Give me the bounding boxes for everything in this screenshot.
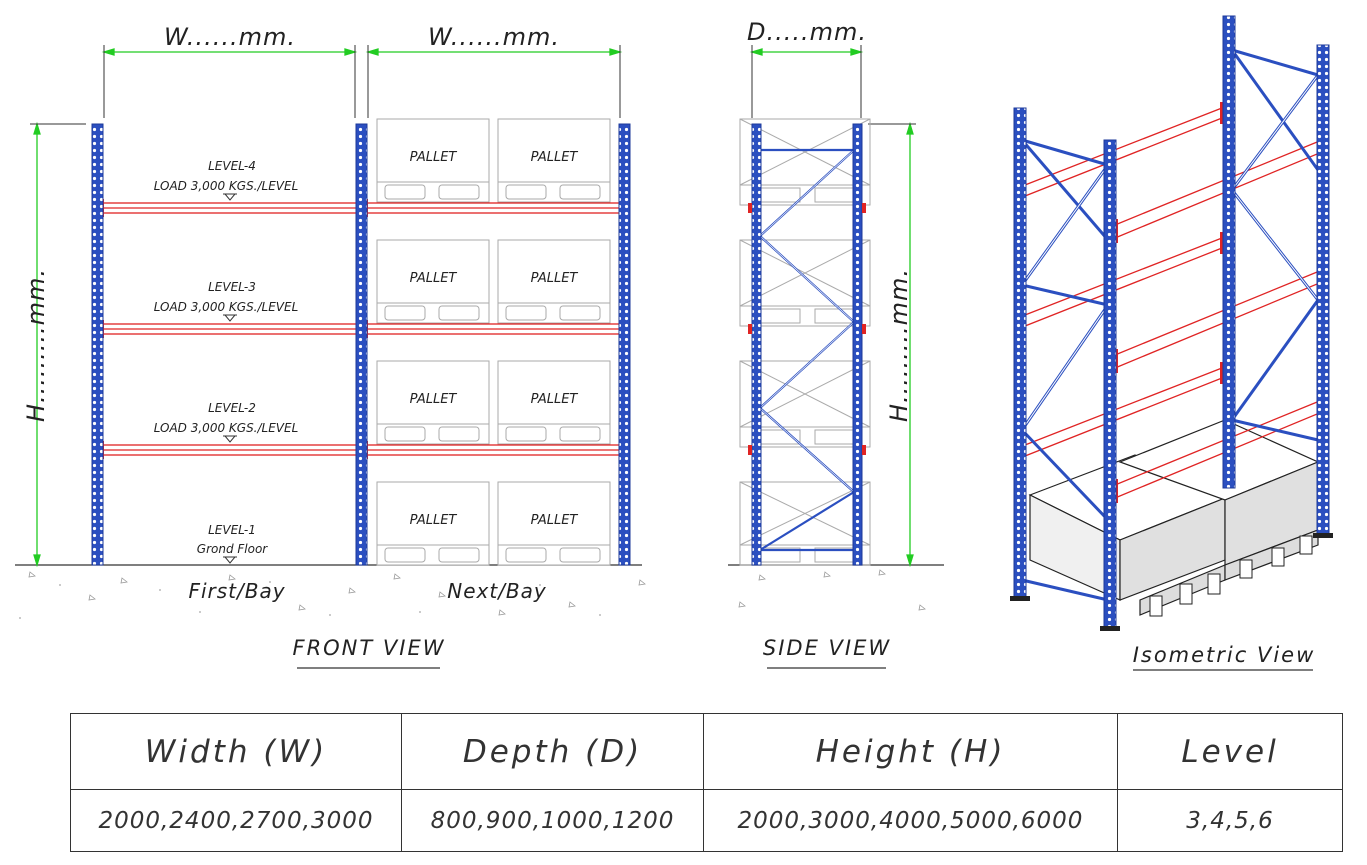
level-markers bbox=[223, 193, 237, 564]
pallet: PALLET bbox=[376, 481, 490, 566]
height-values: 2000,3000,4000,5000,6000 bbox=[703, 789, 1118, 852]
front-view: W......mm. W......mm. H.........mm. PALL… bbox=[15, 23, 646, 669]
pallet: PALLET bbox=[497, 481, 611, 566]
width-values: 2000,2400,2700,3000 bbox=[70, 789, 402, 852]
side-pallets bbox=[739, 118, 871, 566]
dimension-lines bbox=[33, 48, 623, 568]
level-3-name: LEVEL-3 bbox=[208, 280, 256, 294]
side-view: D.....mm. H.........mm. bbox=[728, 18, 944, 669]
level-labels: LEVEL-4 LOAD 3,000 KGS./LEVEL LEVEL-3 LO… bbox=[154, 159, 299, 556]
pallet-label: PALLET bbox=[410, 150, 458, 165]
pallet-label: PALLET bbox=[531, 150, 579, 165]
pallet-label: PALLET bbox=[410, 392, 458, 407]
level-2-note: LOAD 3,000 KGS./LEVEL bbox=[154, 421, 299, 435]
side-view-caption: SIDE VIEW bbox=[763, 636, 891, 660]
level-1-name: LEVEL-1 bbox=[208, 523, 256, 537]
side-depth-label: D.....mm. bbox=[747, 18, 867, 46]
pallet: PALLET bbox=[497, 360, 611, 445]
depth-values: 800,900,1000,1200 bbox=[401, 789, 704, 852]
level-4-name: LEVEL-4 bbox=[208, 159, 256, 173]
level-3-note: LOAD 3,000 KGS./LEVEL bbox=[154, 300, 299, 314]
ground-hatch bbox=[28, 571, 646, 616]
front-uprights bbox=[91, 123, 631, 566]
side-bracing bbox=[759, 148, 855, 552]
front-view-caption: FRONT VIEW bbox=[292, 636, 445, 660]
iso-beams bbox=[1024, 107, 1323, 499]
pallet-label: PALLET bbox=[531, 392, 579, 407]
level-header: Level bbox=[1117, 713, 1343, 790]
spec-header-row: Width (W) Depth (D) Height (H) Level bbox=[70, 713, 1343, 790]
spec-table: Width (W) Depth (D) Height (H) Level 200… bbox=[70, 713, 1343, 852]
pallet: PALLET bbox=[376, 239, 490, 324]
level-4-note: LOAD 3,000 KGS./LEVEL bbox=[154, 179, 299, 193]
isometric-view: Isometric View bbox=[1010, 15, 1333, 671]
depth-header: Depth (D) bbox=[401, 713, 704, 790]
front-width-label-1: W......mm. bbox=[164, 23, 296, 51]
next-bay-label: Next/Bay bbox=[447, 579, 547, 603]
height-header: Height (H) bbox=[703, 713, 1118, 790]
side-height-label: H.........mm. bbox=[885, 268, 913, 422]
level-values: 3,4,5,6 bbox=[1117, 789, 1343, 852]
side-dimension-lines bbox=[749, 48, 914, 568]
pallet-label: PALLET bbox=[531, 271, 579, 286]
spec-value-row: 2000,2400,2700,3000 800,900,1000,1200 20… bbox=[70, 789, 1343, 852]
iso-cargo-boxes bbox=[1028, 419, 1320, 616]
level-2-name: LEVEL-2 bbox=[208, 401, 256, 415]
front-height-label: H.........mm. bbox=[22, 268, 50, 422]
pallet-group: PALLET PALLET PALLET PALLET PALLET PALLET PALL… bbox=[376, 118, 611, 566]
front-width-label-2: W......mm. bbox=[428, 23, 560, 51]
first-bay-label: First/Bay bbox=[188, 579, 285, 603]
side-uprights bbox=[751, 123, 863, 566]
level-1-note: Grond Floor bbox=[197, 542, 269, 556]
pallet: PALLET bbox=[497, 118, 611, 203]
pallet: PALLET bbox=[376, 360, 490, 445]
rack-drawing: W......mm. W......mm. H.........mm. PALL… bbox=[15, 15, 1333, 671]
pallet-label: PALLET bbox=[531, 513, 579, 528]
width-header: Width (W) bbox=[70, 713, 402, 790]
isometric-view-caption: Isometric View bbox=[1133, 643, 1316, 667]
iso-uprights bbox=[1013, 15, 1330, 629]
pallet-label: PALLET bbox=[410, 513, 458, 528]
pallet: PALLET bbox=[497, 239, 611, 324]
pallet-label: PALLET bbox=[410, 271, 458, 286]
pallet: PALLET bbox=[376, 118, 490, 203]
